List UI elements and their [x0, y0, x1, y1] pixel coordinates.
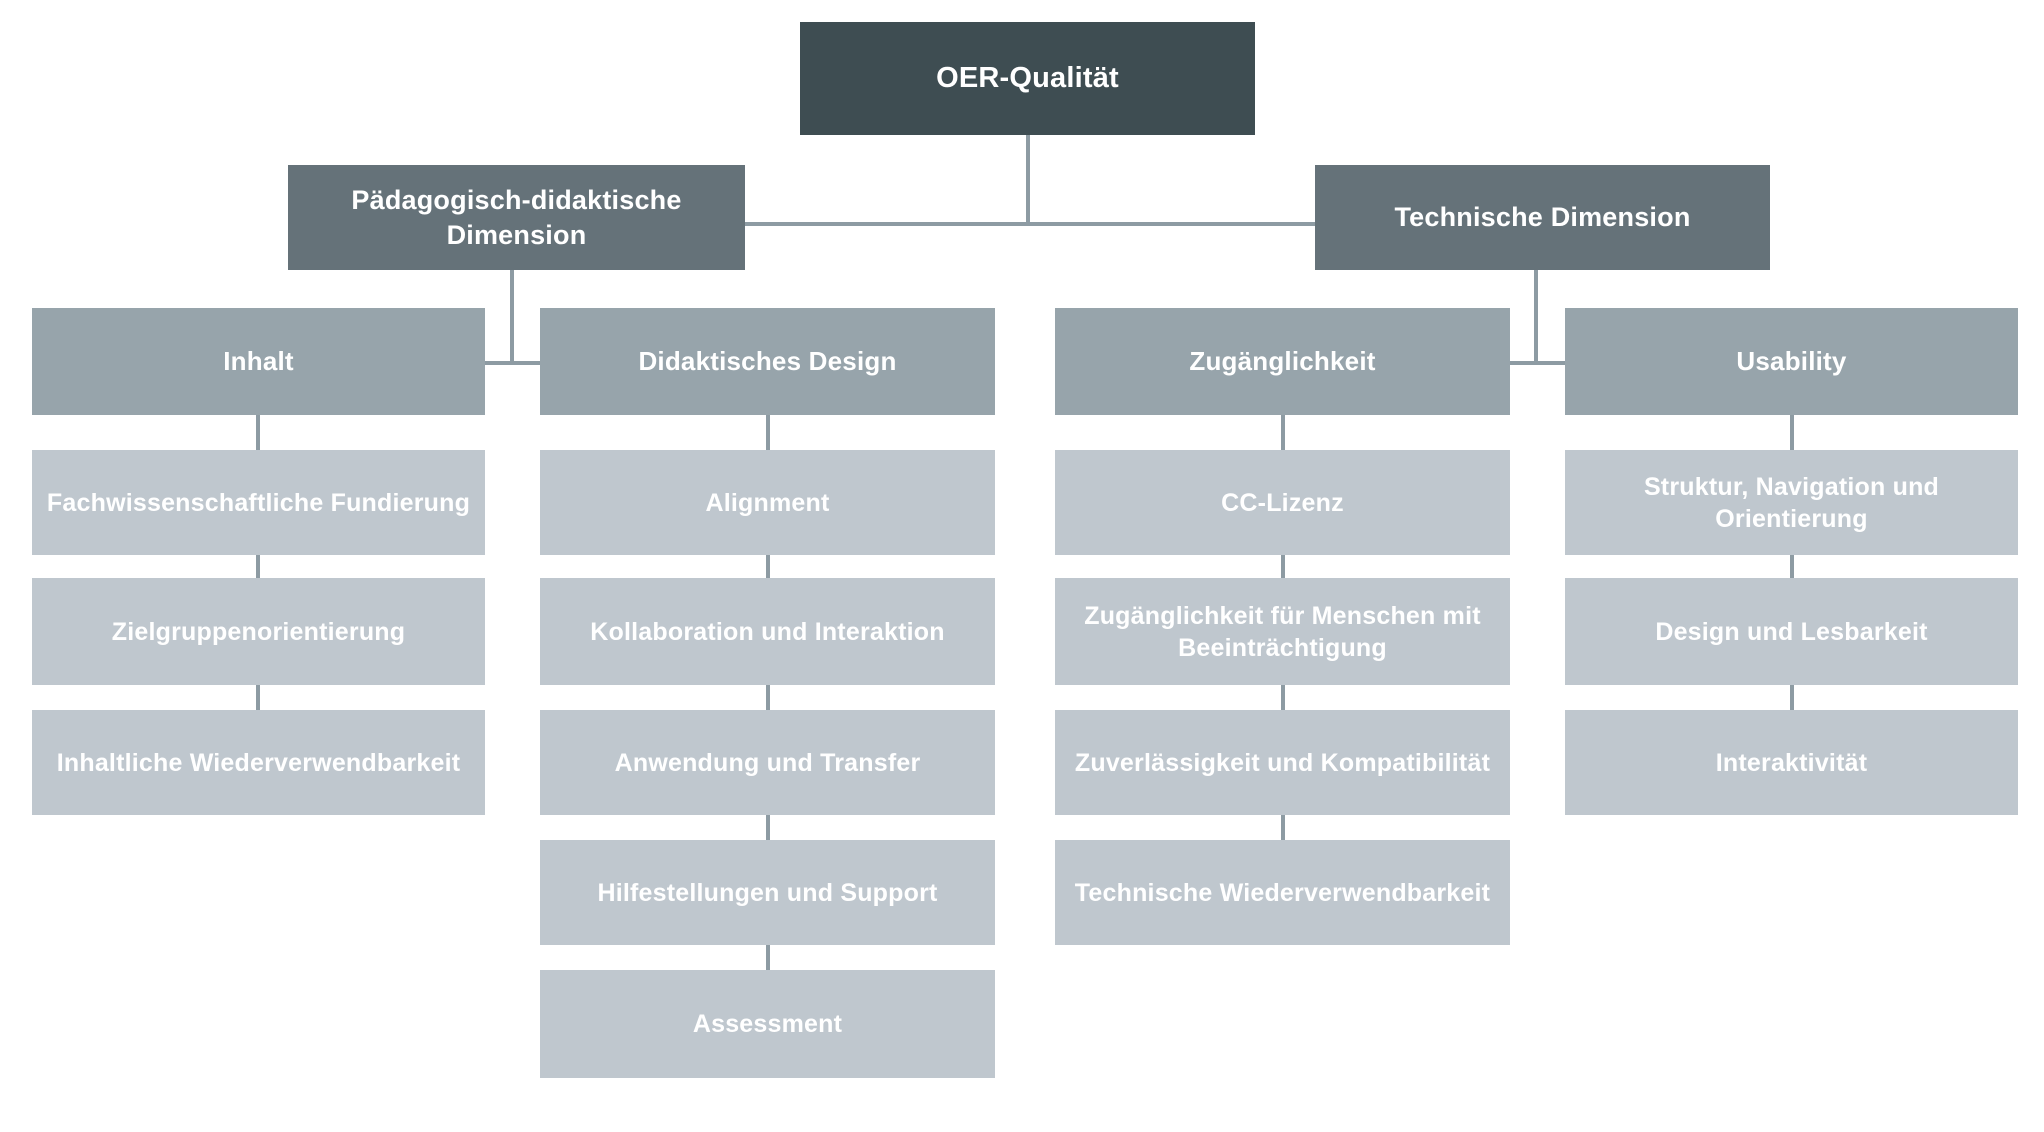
node-label: Hilfestellungen und Support: [597, 878, 938, 907]
node-label: Struktur, Navigation und Orientierung: [1643, 472, 1940, 533]
node-criterion-anwendung-und-transfer[interactable]: Anwendung und Transfer: [540, 710, 995, 815]
node-label: Zielgruppenorientierung: [111, 617, 406, 646]
node-label: Zuverlässigkeit und Kompatibilität: [1074, 748, 1491, 777]
node-label: Pädagogisch-didaktische Dimension: [351, 184, 682, 250]
node-label: Fachwissenschaftliche Fundierung: [46, 488, 471, 517]
node-criterion-inhaltliche-wiederverwendbarkeit[interactable]: Inhaltliche Wiederverwendbarkeit: [32, 710, 485, 815]
node-label: Kollaboration und Interaktion: [590, 617, 945, 646]
node-label: Inhalt: [223, 345, 294, 376]
node-criterion-technische-wiederverwendbarkeit[interactable]: Technische Wiederverwendbarkeit: [1055, 840, 1510, 945]
node-label: Technische Dimension: [1394, 202, 1691, 233]
node-label: Inhaltliche Wiederverwendbarkeit: [56, 748, 461, 777]
node-category-zugaenglichkeit[interactable]: Zugänglichkeit: [1055, 308, 1510, 415]
node-category-didaktisches-design[interactable]: Didaktisches Design: [540, 308, 995, 415]
node-criterion-fachwissenschaftliche-fundierung[interactable]: Fachwissenschaftliche Fundierung: [32, 450, 485, 555]
node-label: Didaktisches Design: [638, 345, 897, 376]
node-criterion-zuverlaessigkeit-und-kompatibilitaet[interactable]: Zuverlässigkeit und Kompatibilität: [1055, 710, 1510, 815]
node-criterion-hilfestellungen-und-support[interactable]: Hilfestellungen und Support: [540, 840, 995, 945]
node-label: Technische Wiederverwendbarkeit: [1074, 878, 1491, 907]
node-category-inhalt[interactable]: Inhalt: [32, 308, 485, 415]
node-label: Design und Lesbarkeit: [1655, 617, 1928, 646]
node-oer-qualitaet[interactable]: OER-Qualität: [800, 22, 1255, 135]
node-category-usability[interactable]: Usability: [1565, 308, 2018, 415]
node-label: Interaktivität: [1715, 748, 1868, 777]
node-criterion-zielgruppenorientierung[interactable]: Zielgruppenorientierung: [32, 578, 485, 685]
node-label: Anwendung und Transfer: [614, 748, 921, 777]
node-criterion-zugaenglichkeit-fuer-menschen-mit-beeintraechtigung[interactable]: Zugänglichkeit für Menschen mit Beeinträ…: [1055, 578, 1510, 685]
node-criterion-struktur-navigation-und-orientierung[interactable]: Struktur, Navigation und Orientierung: [1565, 450, 2018, 555]
node-criterion-kollaboration-und-interaktion[interactable]: Kollaboration und Interaktion: [540, 578, 995, 685]
node-criterion-interaktivitaet[interactable]: Interaktivität: [1565, 710, 2018, 815]
node-label: Zugänglichkeit für Menschen mit Beeinträ…: [1084, 601, 1481, 662]
node-label: Alignment: [705, 488, 830, 517]
node-label: OER-Qualität: [936, 61, 1119, 94]
node-label: CC-Lizenz: [1221, 488, 1344, 517]
connector-right-category-bus: [1510, 361, 1565, 365]
connector-dimension-bus: [745, 222, 1315, 226]
connector-left-dimension-stem: [510, 270, 514, 363]
node-label: Usability: [1736, 345, 1847, 376]
node-paedagogisch-didaktische-dimension[interactable]: Pädagogisch-didaktische Dimension: [288, 165, 745, 270]
node-criterion-cc-lizenz[interactable]: CC-Lizenz: [1055, 450, 1510, 555]
connector-root-stem: [1026, 135, 1030, 224]
node-criterion-alignment[interactable]: Alignment: [540, 450, 995, 555]
node-criterion-assessment[interactable]: Assessment: [540, 970, 995, 1078]
connector-right-dimension-stem: [1534, 270, 1538, 363]
node-label: Zugänglichkeit: [1189, 345, 1376, 376]
connector-left-category-bus: [485, 361, 540, 365]
node-criterion-design-und-lesbarkeit[interactable]: Design und Lesbarkeit: [1565, 578, 2018, 685]
node-label: Assessment: [692, 1010, 843, 1038]
node-technische-dimension[interactable]: Technische Dimension: [1315, 165, 1770, 270]
